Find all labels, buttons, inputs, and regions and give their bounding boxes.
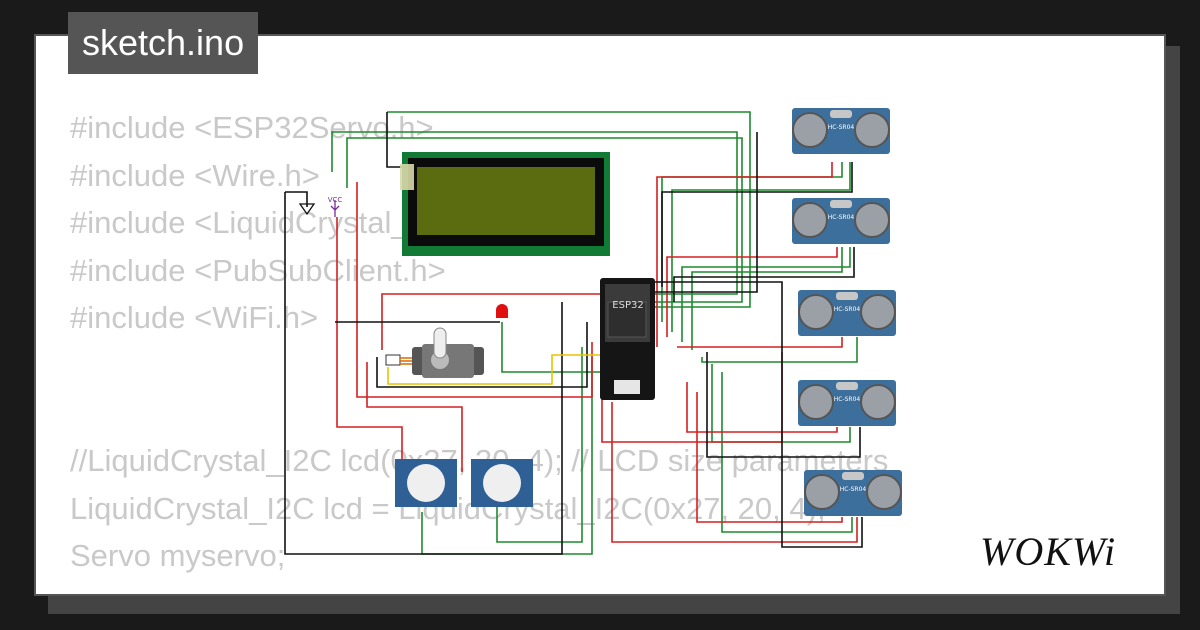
code-line: LiquidCrystal_I2C lcd = LiquidCrystal_I2… (70, 490, 826, 526)
sensor-label: HC-SR04 (840, 486, 867, 493)
vcc-symbol: VCC (328, 196, 343, 217)
ultrasonic-sensor-2[interactable]: HC-SR04 (792, 198, 890, 244)
sensor-label: HC-SR04 (828, 214, 855, 221)
file-title: sketch.ino (68, 12, 259, 74)
ultrasonic-sensor-3[interactable]: HC-SR04 (798, 290, 896, 336)
lcd-display[interactable] (400, 152, 610, 256)
vcc-label: VCC (328, 196, 343, 204)
pir-sensor-2[interactable] (471, 459, 533, 507)
code-line: #include <WiFi.h> (70, 300, 319, 336)
sensor-label: HC-SR04 (834, 396, 861, 403)
code-line: #include <ESP32Servo.h> (70, 110, 434, 145)
ultrasonic-sensor-5[interactable]: HC-SR04 (804, 470, 902, 516)
sensor-label: HC-SR04 (828, 124, 855, 131)
ultrasonic-sensor-4[interactable]: HC-SR04 (798, 380, 896, 426)
pir-sensor-1[interactable] (395, 459, 457, 507)
led[interactable] (496, 304, 508, 318)
circuit-diagram: ESP32 VCC (284, 108, 902, 555)
ground-symbol (298, 203, 316, 216)
esp32-board[interactable]: ESP32 (600, 278, 655, 400)
servo-motor[interactable] (385, 327, 484, 378)
code-line: Servo myservo; (70, 538, 286, 574)
usb-port (614, 380, 640, 394)
preview-card: #include <ESP32Servo.h> #include <Wire.h… (34, 34, 1166, 596)
code-line: #include <Wire.h> (70, 157, 320, 193)
wires (284, 111, 863, 555)
sensor-label: HC-SR04 (834, 306, 861, 313)
code-line: #include <PubSubClient.h> (70, 252, 446, 288)
wokwi-logo: WOKWi (980, 529, 1117, 574)
ultrasonic-sensor-1[interactable]: HC-SR04 (792, 108, 890, 154)
esp32-label: ESP32 (612, 300, 643, 311)
